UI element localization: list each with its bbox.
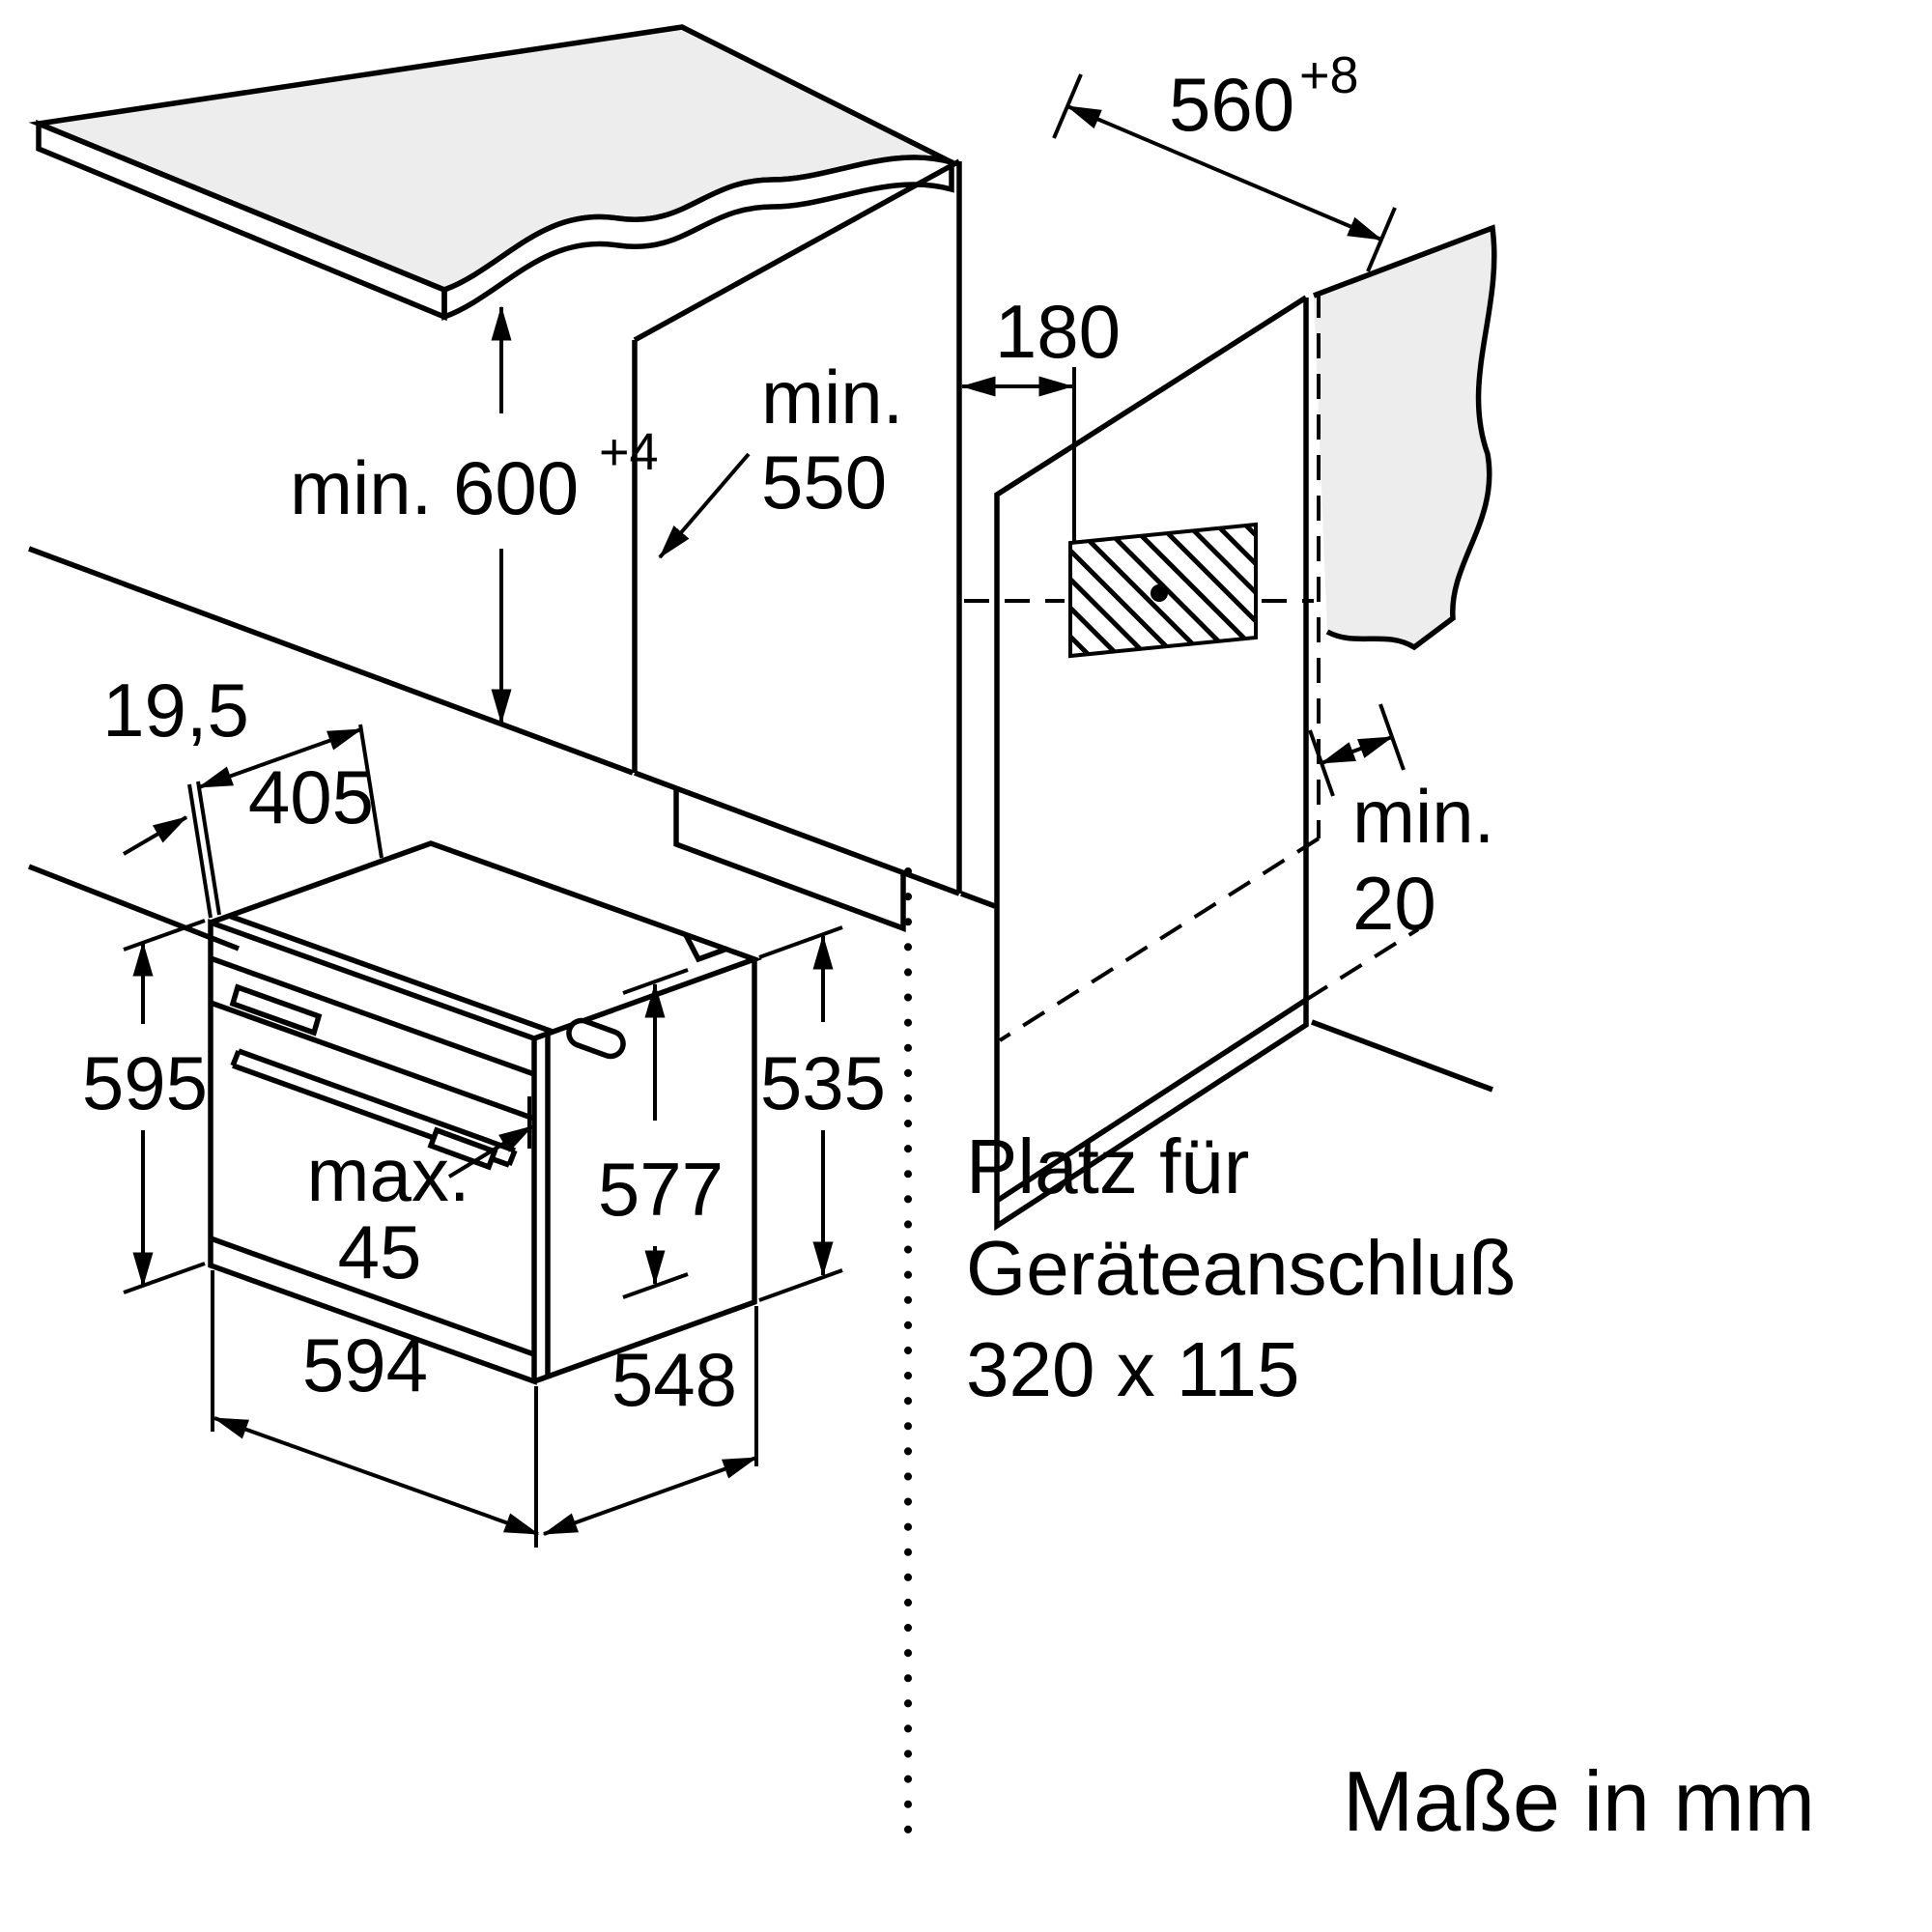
leader-550 (658, 452, 751, 559)
ext-lines-top (187, 724, 384, 919)
oven-door-handle (230, 1048, 518, 1168)
label-bottom-clearance-1: min. (1352, 774, 1494, 859)
label-handle-1: max. (306, 1132, 469, 1217)
leader-45 (447, 1124, 534, 1179)
oven-top-frame-line (228, 913, 554, 1035)
dim-oven-depth: 548 (542, 1306, 758, 1536)
floor-line-front (27, 864, 241, 952)
label-niche-height: min. 600 (290, 445, 579, 530)
dim-ticks-577 (622, 968, 689, 1299)
oven-control-panel-lines (210, 955, 535, 1122)
dim-rear-height: 535 (758, 925, 886, 1302)
countertop-top-surface (28, 24, 953, 293)
connection-note-line1: Platz für (966, 1123, 1249, 1209)
ext-lines-594 (211, 1270, 538, 1548)
connection-point-dot (1151, 584, 1168, 602)
label-frame-overhang: 19,5 (102, 668, 249, 753)
oven-body-outline (208, 840, 763, 1385)
oven-top-notch (683, 933, 728, 963)
label-cabinet-depth-2: 550 (761, 440, 887, 525)
dim-line-594 (213, 1416, 540, 1536)
dim-connection-offset: 180 (960, 289, 1121, 541)
niche-hidden-edges (964, 293, 1420, 1042)
dim-oven-top: 19,5 405 (102, 668, 384, 919)
dim-inner-height: 577 (598, 968, 724, 1299)
oven-side-grip-hole (566, 1017, 626, 1060)
niche (964, 224, 1497, 1232)
label-niche-width-sup: +8 (1299, 46, 1359, 104)
label-niche-width: 560 (1169, 62, 1294, 147)
floor-line-long (28, 546, 1493, 1093)
label-cabinet-depth-1: min. (761, 355, 903, 440)
dim-cabinet-depth: min. 550 (658, 355, 903, 559)
dim-line-560 (1065, 104, 1383, 242)
dim-ticks-20 (1308, 703, 1406, 797)
dim-ticks-560 (1052, 73, 1397, 272)
floor-lines (27, 546, 1493, 1093)
dim-bottom-clearance: min. 20 (1308, 703, 1494, 946)
leader-19-5 (122, 815, 188, 856)
dim-line-20 (1320, 735, 1394, 765)
label-top-depth: 405 (248, 754, 374, 839)
units-note: Maße in mm (1343, 1753, 1815, 1849)
dim-handle-depth: max. 45 (306, 1090, 550, 1294)
dim-line-548 (542, 1456, 758, 1536)
dim-oven-width: 594 (211, 1270, 540, 1548)
cabinet-outline (632, 158, 962, 896)
housing-cabinet (632, 158, 962, 932)
label-inner-height: 577 (598, 1147, 724, 1232)
label-niche-height-sup: +4 (599, 423, 659, 481)
label-oven-depth: 548 (611, 1337, 737, 1422)
niche-side-wall-fill (1314, 228, 1494, 647)
dim-line-405 (197, 727, 363, 789)
countertop-left-edge (36, 119, 447, 322)
connection-note-line3: 320 x 115 (966, 1326, 1299, 1412)
dim-niche-height: min. 600 +4 (290, 305, 659, 724)
connection-note: Platz für Geräteanschluß 320 x 115 (966, 1123, 1516, 1412)
niche-opening-outline (994, 295, 1309, 1232)
label-rear-height: 535 (760, 1040, 886, 1125)
dim-front-height: 595 (82, 919, 208, 1294)
cabinet-plinth (673, 788, 906, 932)
oven-display (229, 983, 323, 1037)
countertop-front-edge (441, 155, 954, 321)
niche-side-wall-edge (1313, 224, 1497, 651)
countertop (28, 24, 954, 322)
connection-note-line2: Geräteanschluß (966, 1225, 1516, 1311)
label-oven-width: 594 (302, 1322, 428, 1407)
label-bottom-clearance-2: 20 (1352, 861, 1436, 946)
oven (208, 840, 763, 1385)
dim-niche-width: 560 +8 (1052, 46, 1397, 272)
label-connection-offset: 180 (995, 289, 1121, 374)
oven-door-bottom-line (210, 1236, 535, 1357)
label-front-height: 595 (82, 1040, 208, 1125)
label-handle-2: 45 (338, 1209, 422, 1294)
